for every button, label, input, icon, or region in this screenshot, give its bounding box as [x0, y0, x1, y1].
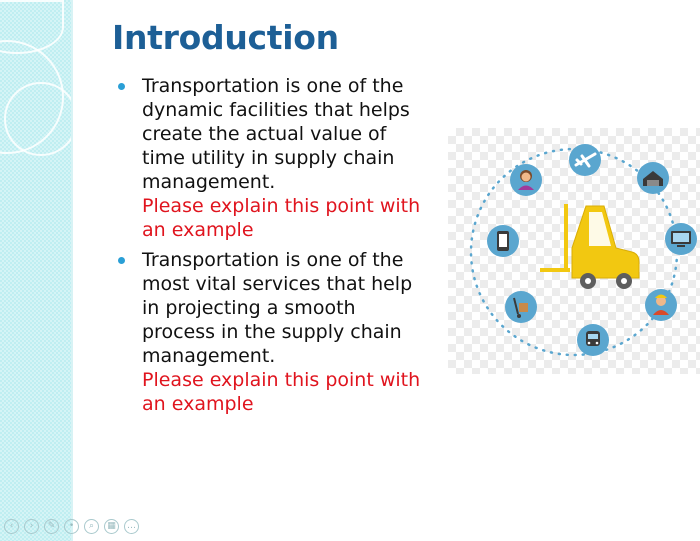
bullet-item: Transportation is one of the dynamic fac… — [116, 74, 426, 242]
hand-truck-icon — [505, 291, 537, 323]
smartphone-icon — [487, 225, 519, 257]
bullet-prompt: Please explain this point with an exampl… — [142, 369, 421, 415]
decorative-circle — [0, 0, 64, 54]
warehouse-icon — [637, 162, 669, 194]
bullet-item: Transportation is one of the most vital … — [116, 248, 426, 416]
bullet-dot-icon — [118, 257, 125, 264]
logistics-graphic — [469, 144, 697, 357]
previous-icon[interactable]: ‹ — [4, 519, 19, 534]
monitor-icon — [665, 223, 697, 255]
grid-icon[interactable]: ▦ — [104, 519, 119, 534]
pointer-icon[interactable]: • — [64, 519, 79, 534]
worker-icon — [645, 289, 677, 321]
decorative-side-strip — [0, 0, 72, 541]
next-icon[interactable]: › — [24, 519, 39, 534]
bullet-text: Transportation is one of the dynamic fac… — [142, 75, 410, 193]
train-icon — [577, 324, 609, 356]
bullet-dot-icon — [118, 83, 125, 90]
strip-edge — [71, 0, 73, 541]
pen-icon[interactable]: ✎ — [44, 519, 59, 534]
airplane-icon — [569, 144, 601, 176]
forklift-icon — [540, 204, 640, 289]
bullet-text: Transportation is one of the most vital … — [142, 249, 413, 367]
bullet-list: Transportation is one of the dynamic fac… — [116, 74, 426, 422]
decorative-circle — [4, 82, 72, 156]
more-icon[interactable]: … — [124, 519, 139, 534]
woman-icon — [510, 164, 542, 196]
logistics-illustration — [448, 128, 700, 374]
zoom-icon[interactable]: ⌕ — [84, 519, 99, 534]
bullet-prompt: Please explain this point with an exampl… — [142, 195, 421, 241]
slide-controls: ‹ › ✎ • ⌕ ▦ … — [4, 519, 139, 534]
slide-title: Introduction — [112, 18, 339, 57]
